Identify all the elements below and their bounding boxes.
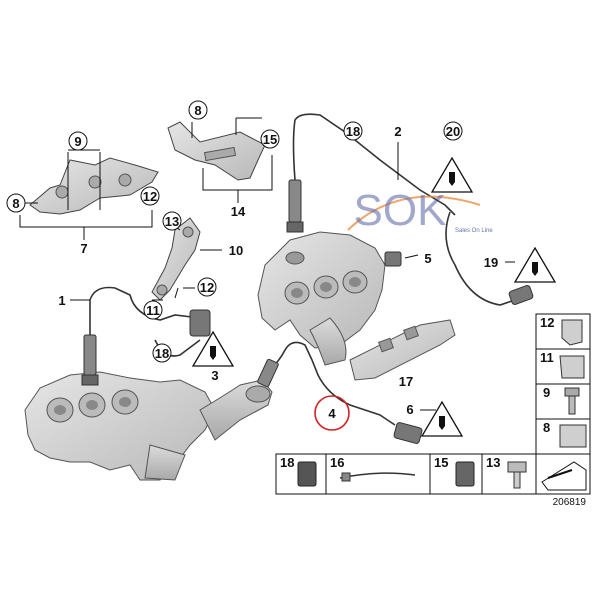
callout-2: 2 — [394, 124, 401, 139]
highlighted-callout-4: 4 — [314, 395, 350, 431]
side-part-12-label: 12 — [540, 315, 554, 330]
oxygen-sensor-upper — [292, 113, 516, 306]
callout-15: 15 — [263, 132, 277, 147]
callout-12-mid: 12 — [200, 280, 214, 295]
bottom-part-15-label: 15 — [434, 455, 448, 470]
callout-17: 17 — [399, 374, 413, 389]
clip-nut-12-icon — [561, 319, 583, 346]
side-part-8-label: 8 — [543, 420, 550, 435]
warning-icon-6 — [420, 400, 464, 437]
callout-9: 9 — [74, 134, 81, 149]
grommet-18-icon — [297, 461, 317, 487]
callout-12-top: 12 — [143, 189, 157, 204]
clip-nut-11-icon — [559, 355, 585, 379]
svg-text:4: 4 — [328, 406, 336, 421]
side-part-11-label: 11 — [540, 350, 554, 365]
callout-19: 19 — [484, 255, 498, 270]
sensor-bracket-rail — [349, 319, 456, 381]
callout-14: 14 — [231, 204, 246, 219]
warning-icon-3 — [191, 330, 235, 367]
callout-8-left: 8 — [12, 196, 19, 211]
clamp-8-icon — [559, 424, 587, 448]
watermark-brand: SOK — [354, 186, 447, 235]
callout-20: 20 — [446, 124, 460, 139]
warning-icon-19 — [513, 246, 557, 283]
heat-shield-part — [29, 152, 159, 215]
oxygen-sensor-upper-body — [286, 179, 534, 305]
callout-1: 1 — [58, 293, 65, 308]
small-bracket-part — [151, 217, 201, 301]
bolt-9-icon — [564, 387, 580, 397]
oxygen-sensor-lower-left — [89, 286, 201, 357]
bolt-13-icon — [507, 461, 527, 473]
callout-6: 6 — [406, 402, 413, 417]
bottom-part-16-label: 16 — [330, 455, 344, 470]
callout-3: 3 — [211, 368, 218, 383]
callout-5: 5 — [424, 251, 431, 266]
bracket-assembly-part — [167, 121, 266, 181]
callout-10: 10 — [229, 243, 243, 258]
warning-icon-20 — [430, 156, 474, 193]
watermark-logo: SOK Sales On Line — [347, 186, 493, 235]
bottom-part-18-label: 18 — [280, 455, 294, 470]
arrow-symbol-icon — [541, 461, 587, 491]
side-parts-panel: 12 11 9 8 — [535, 313, 591, 455]
upper-catalytic-converter — [257, 231, 386, 366]
callout-18-lower: 18 — [155, 346, 169, 361]
oxygen-sensor-lower-left-body — [81, 309, 211, 386]
callout-13: 13 — [165, 214, 179, 229]
callout-circles — [6, 100, 463, 363]
bottom-part-13-label: 13 — [486, 455, 500, 470]
oxygen-sensor-post-cat-body — [257, 358, 423, 444]
callout-11: 11 — [146, 303, 160, 318]
bottom-parts-panel: 18 16 15 13 206819 — [275, 453, 591, 508]
side-part-9-label: 9 — [543, 385, 550, 400]
callout-18-upper: 18 — [346, 124, 360, 139]
lower-catalytic-converter — [24, 371, 273, 481]
leader-group-14 — [191, 117, 273, 203]
callout-labels: 8 9 15 8 12 7 14 13 10 12 11 1 18 3 18 2… — [12, 103, 498, 417]
watermark-tagline: Sales On Line — [455, 228, 493, 234]
diagram-reference-number: 206819 — [553, 497, 587, 508]
callout-7: 7 — [80, 241, 87, 256]
clip-15-icon — [455, 461, 475, 487]
callout-8-top: 8 — [194, 103, 201, 118]
